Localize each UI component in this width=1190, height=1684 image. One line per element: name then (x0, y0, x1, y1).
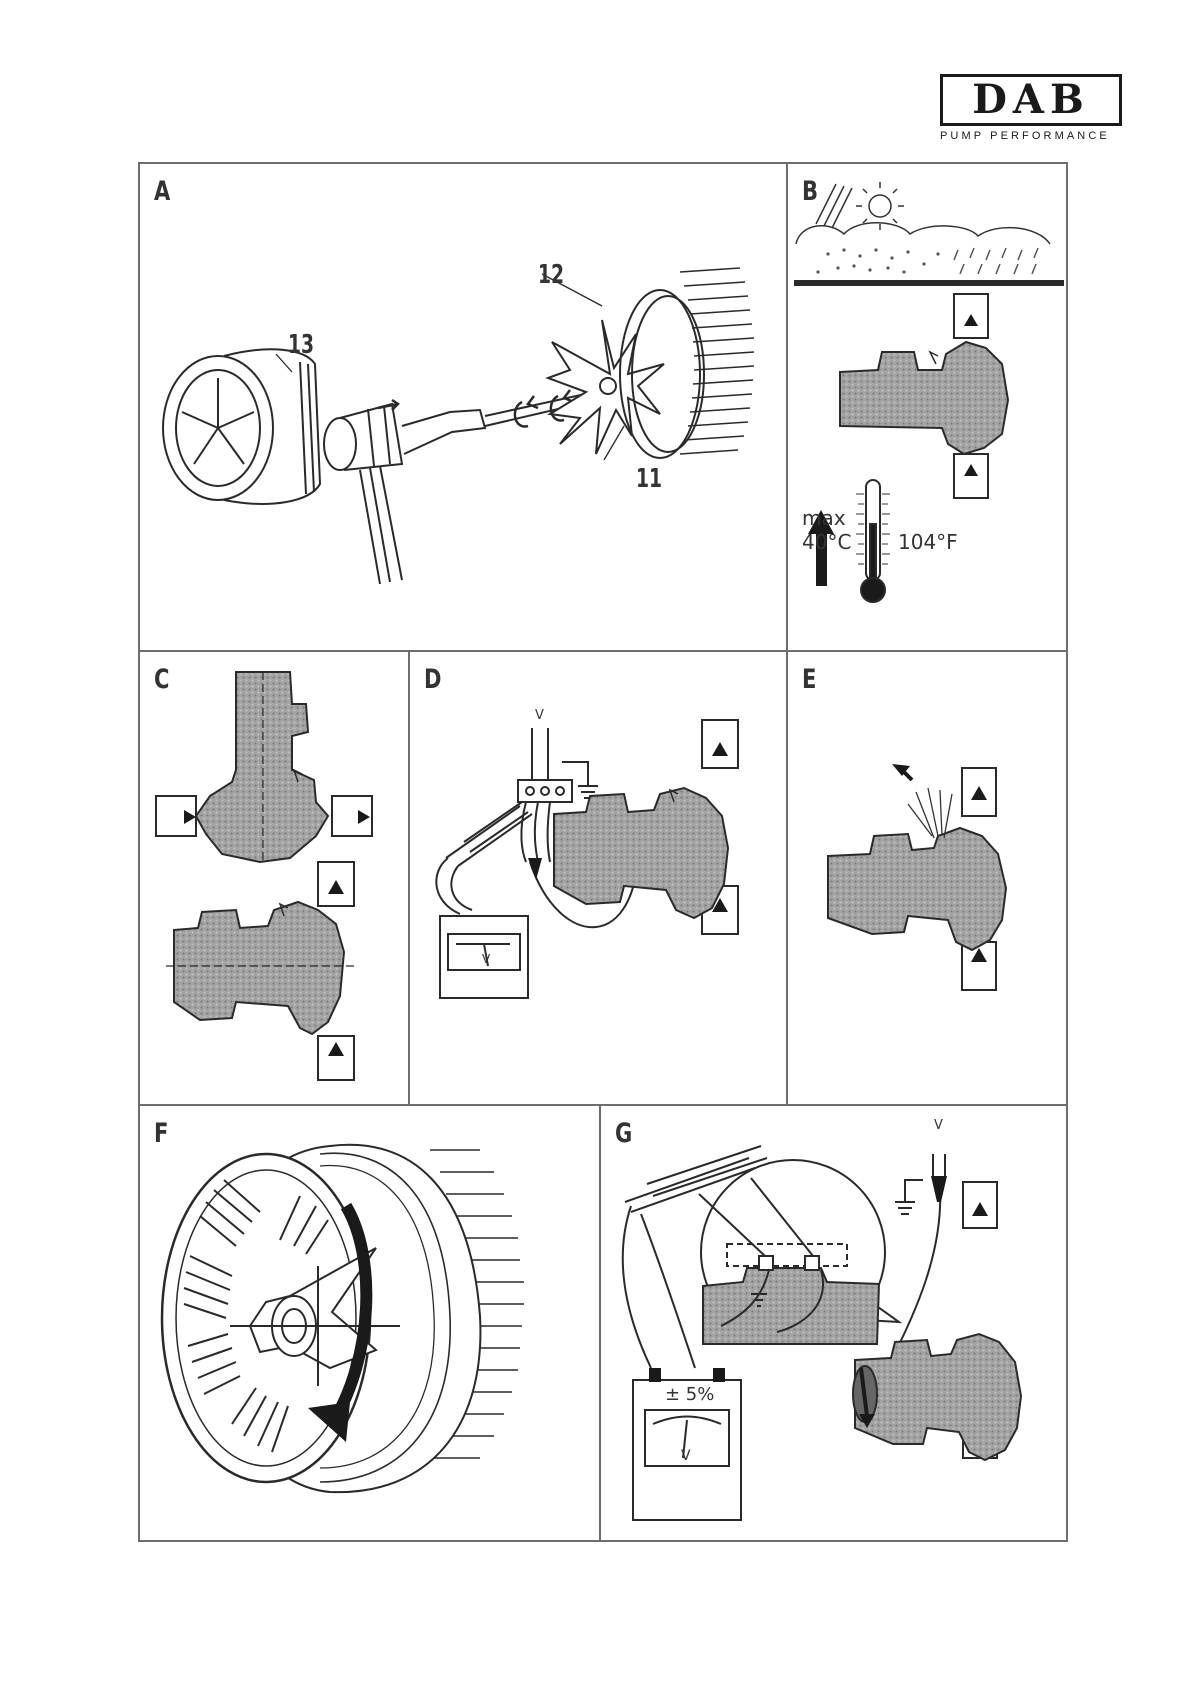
logo-tagline: PUMP PERFORMANCE (940, 130, 1122, 142)
supply-voltage-label: V (934, 1118, 943, 1133)
max-temp-celsius: 40°C (802, 530, 851, 554)
panel-b: B (786, 162, 1068, 652)
venting-illustration (788, 652, 1068, 1106)
voltage-check-illustration (601, 1106, 1068, 1542)
meter-v-label: V (681, 1448, 691, 1464)
supply-voltage-label: V (535, 708, 544, 723)
tolerance-label: ± 5% (665, 1384, 714, 1405)
logo-word: DAB (972, 80, 1090, 120)
panel-c: C (138, 650, 410, 1106)
fan-rotation-illustration (140, 1106, 601, 1542)
part-label-12: 12 (538, 260, 564, 290)
mounting-positions-illustration (140, 652, 410, 1106)
part-label-13: 13 (288, 330, 314, 360)
outdoor-weather-illustration (788, 164, 1068, 652)
logo-box: DAB (940, 74, 1122, 126)
max-temp-fahrenheit: 104°F (898, 530, 958, 554)
panel-e: E (786, 650, 1068, 1106)
exploded-motor-illustration (140, 164, 788, 652)
part-label-11: 11 (636, 464, 662, 494)
panel-a: A (138, 162, 788, 652)
panel-d: D V V (408, 650, 788, 1106)
dab-logo: DAB PUMP PERFORMANCE (940, 74, 1122, 142)
panel-f: F (138, 1104, 601, 1542)
insulation-check-illustration (410, 652, 788, 1106)
meter-v-label: V (482, 952, 490, 966)
max-label: max (802, 506, 846, 530)
panel-g: G (599, 1104, 1068, 1542)
